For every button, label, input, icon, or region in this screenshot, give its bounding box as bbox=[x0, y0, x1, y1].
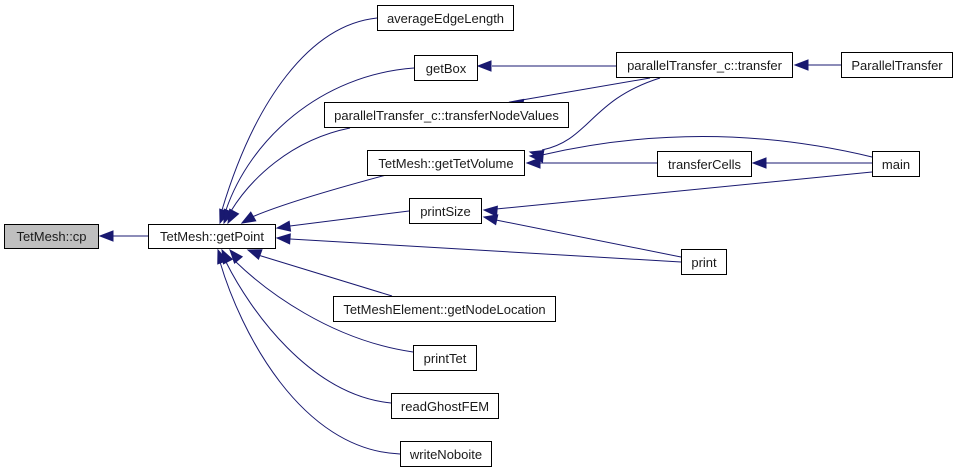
arrowhead-icon bbox=[751, 157, 767, 169]
edge-line bbox=[235, 261, 414, 353]
arrowhead-icon bbox=[217, 248, 228, 265]
arrowhead-icon bbox=[275, 220, 292, 232]
edge-line bbox=[219, 261, 401, 455]
edge-line bbox=[495, 171, 873, 210]
arrowhead-icon bbox=[98, 230, 114, 242]
node-label: readGhostFEM bbox=[400, 398, 490, 414]
edge-line bbox=[257, 254, 393, 297]
edge-ParallelTransfer-to-transfer bbox=[793, 59, 841, 71]
node-label: averageEdgeLength bbox=[386, 10, 505, 26]
edge-getBox-to-getPoint bbox=[223, 67, 415, 225]
arrowhead-icon bbox=[240, 211, 257, 224]
arrowhead-icon bbox=[275, 233, 291, 245]
arrowhead-icon bbox=[229, 248, 244, 265]
node-label: TetMesh::cp bbox=[16, 229, 87, 244]
node-label: TetMesh::getPoint bbox=[159, 229, 265, 244]
node-label: TetMeshElement::getNodeLocation bbox=[343, 301, 546, 317]
node-transfer[interactable]: parallelTransfer_c::transfer bbox=[616, 52, 793, 78]
edge-line bbox=[289, 238, 682, 263]
arrowhead-icon bbox=[793, 59, 809, 71]
edge-transfer-to-getBox bbox=[476, 60, 616, 72]
node-averageEdgeLength[interactable]: averageEdgeLength bbox=[377, 5, 514, 31]
edge-main-to-printSize bbox=[482, 171, 873, 217]
node-label: getBox bbox=[425, 60, 467, 76]
edge-print-to-getPoint bbox=[275, 233, 682, 263]
edge-printSize-to-getPoint bbox=[275, 210, 410, 232]
edge-getTetVolume-to-getPoint bbox=[240, 173, 391, 224]
node-label: print bbox=[691, 254, 717, 270]
edge-getPoint-to-cp bbox=[98, 230, 148, 242]
edge-line bbox=[541, 77, 661, 151]
node-label: main bbox=[881, 156, 911, 172]
node-transferCells[interactable]: transferCells bbox=[657, 151, 752, 177]
edge-line bbox=[221, 17, 378, 211]
edge-line bbox=[251, 173, 391, 218]
node-printSize[interactable]: printSize bbox=[409, 198, 482, 224]
edge-line bbox=[230, 127, 351, 212]
node-print[interactable]: print bbox=[681, 249, 727, 275]
node-cp: TetMesh::cp bbox=[4, 224, 99, 249]
edge-line bbox=[289, 210, 410, 227]
arrowhead-icon bbox=[482, 205, 498, 217]
node-readGhostFEM[interactable]: readGhostFEM bbox=[391, 393, 499, 419]
node-getPoint[interactable]: TetMesh::getPoint bbox=[148, 224, 276, 249]
node-getTetVolume[interactable]: TetMesh::getTetVolume bbox=[367, 150, 525, 176]
arrowhead-icon bbox=[246, 249, 263, 260]
edge-line bbox=[521, 77, 651, 101]
edge-line bbox=[225, 261, 392, 404]
arrowhead-icon bbox=[482, 214, 499, 226]
node-label: parallelTransfer_c::transferNodeValues bbox=[334, 107, 559, 123]
node-printTet[interactable]: printTet bbox=[413, 345, 477, 371]
edge-printTet-to-getPoint bbox=[229, 248, 414, 353]
node-label: transferCells bbox=[668, 156, 741, 172]
edge-writeNoboite-to-getPoint bbox=[217, 248, 401, 455]
edge-transferNodeValues-to-getPoint bbox=[227, 127, 351, 225]
edge-line bbox=[541, 136, 873, 158]
node-label: parallelTransfer_c::transfer bbox=[627, 57, 782, 73]
node-label: ParallelTransfer bbox=[851, 57, 943, 73]
arrowhead-icon bbox=[227, 208, 240, 225]
node-ParallelTransfer[interactable]: ParallelTransfer bbox=[841, 52, 953, 78]
node-label: printTet bbox=[423, 350, 467, 366]
edge-transferCells-to-getTetVolume bbox=[525, 157, 657, 169]
edge-getNodeLocation-to-getPoint bbox=[246, 249, 393, 297]
node-getBox[interactable]: getBox bbox=[414, 55, 478, 81]
arrowhead-icon bbox=[525, 157, 541, 169]
node-label: writeNoboite bbox=[409, 446, 483, 462]
node-label: TetMesh::getTetVolume bbox=[378, 155, 514, 171]
node-getNodeLocation[interactable]: TetMeshElement::getNodeLocation bbox=[333, 296, 556, 322]
node-label: printSize bbox=[420, 203, 471, 219]
edge-line bbox=[225, 67, 415, 211]
edge-print-to-printSize bbox=[482, 214, 682, 258]
node-main[interactable]: main bbox=[872, 151, 920, 177]
node-writeNoboite[interactable]: writeNoboite bbox=[400, 441, 492, 467]
edge-line bbox=[495, 219, 682, 258]
edge-main-to-transferCells bbox=[751, 157, 872, 169]
node-transferNodeValues[interactable]: parallelTransfer_c::transferNodeValues bbox=[324, 102, 569, 128]
arrowhead-icon bbox=[476, 60, 492, 72]
